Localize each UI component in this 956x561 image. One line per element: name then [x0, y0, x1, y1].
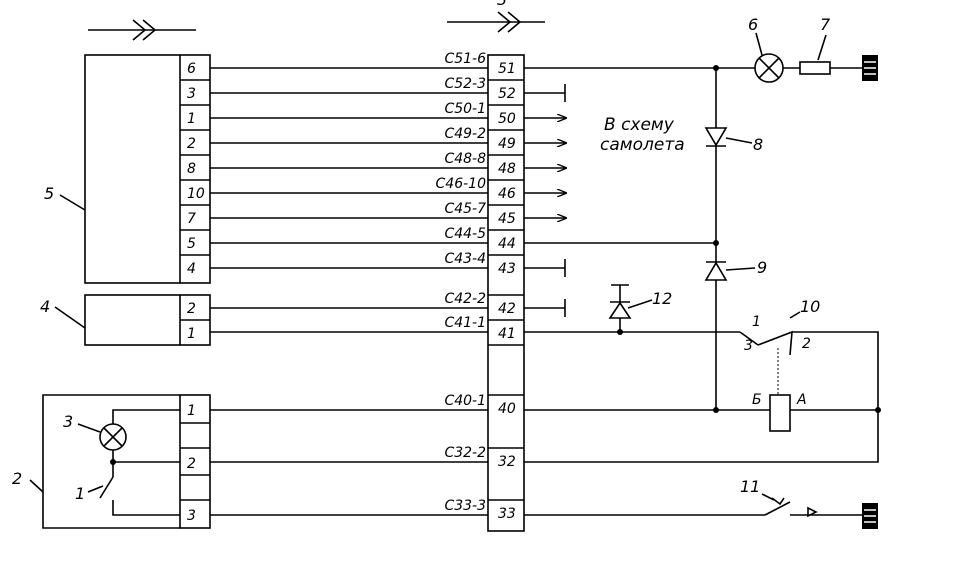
right-circuit: [524, 53, 881, 529]
switch-1: [99, 462, 180, 516]
flow-arrow-left: [88, 19, 196, 41]
wire-code: С49-2: [444, 126, 486, 142]
wire-code: С42-2: [444, 291, 486, 307]
block5-pin: 4: [187, 261, 196, 277]
block2-pin: 3: [187, 508, 196, 524]
wire-code: С33-3: [444, 498, 486, 514]
label-switch-11: 11: [740, 477, 760, 496]
lamp-3: [99, 409, 180, 465]
wires: С51-6С52-3С50-1С49-2С48-8С46-10С45-7С44-…: [210, 51, 566, 516]
wire-code: С44-5: [444, 226, 486, 242]
connector-pin: 42: [498, 301, 516, 317]
block5-pin: 6: [187, 61, 196, 77]
connector-pin: 52: [498, 86, 516, 102]
label-diode-12: 12: [652, 289, 672, 308]
label-lamp-3: 3: [63, 412, 73, 431]
block2-pin: 2: [187, 456, 196, 472]
block-5: 6 3 1 2 8 10 7 5 4: [84, 54, 211, 284]
wire-code: С52-3: [444, 76, 486, 92]
wire-code: С32-2: [444, 445, 486, 461]
label-diode-8: 8: [753, 135, 763, 154]
relay-terminal-2: 2: [802, 336, 811, 352]
wire-code: С51-6: [444, 51, 486, 67]
block5-pin: 2: [187, 136, 196, 152]
block-4: [84, 294, 211, 346]
wire-code: С41-1: [444, 315, 486, 331]
wire-code: С43-4: [444, 251, 486, 267]
connector-pin: 44: [498, 236, 516, 252]
block4-pin: 1: [187, 326, 196, 342]
connector-pin: 43: [498, 261, 516, 277]
note-line-2: самолета: [600, 135, 685, 155]
label-relay-10: 10: [800, 297, 820, 316]
block5-pin: 7: [187, 211, 196, 227]
connector-pin: 33: [498, 506, 516, 522]
block5-pin: 5: [187, 236, 196, 252]
label-fuse-7: 7: [820, 15, 831, 34]
block5-pin: 10: [187, 186, 205, 202]
relay-terminal-a: А: [796, 392, 807, 408]
note-line-1: В схему: [604, 115, 675, 135]
connector-pin: 45: [498, 211, 516, 227]
label-diode-9: 9: [757, 258, 767, 277]
connector-pin: 48: [498, 161, 516, 177]
connector-pin: 46: [498, 186, 516, 202]
label-switch-1: 1: [75, 484, 85, 503]
block4-pin: 2: [187, 301, 196, 317]
wire-code: С40-1: [444, 393, 486, 409]
block5-pin: 1: [187, 111, 196, 127]
label-block-5: 5: [44, 184, 54, 203]
label-top-connector: 3: [497, 0, 507, 9]
block5-pin: 8: [187, 161, 196, 177]
relay-terminal-1: 1: [752, 314, 761, 330]
relay-terminal-3: 3: [744, 338, 753, 354]
connector-pin: 51: [498, 61, 516, 77]
label-block-4: 4: [40, 297, 50, 316]
connector-pin: 41: [498, 326, 516, 342]
flow-arrow-top: [447, 11, 545, 33]
connector-pin: 50: [498, 111, 516, 127]
wire-code: С46-10: [436, 176, 487, 192]
block2-pin: 1: [187, 403, 196, 419]
block5-pin: 3: [187, 86, 196, 102]
wire-code: С48-8: [444, 151, 486, 167]
label-block-2: 2: [12, 469, 22, 488]
connector-pin: 40: [498, 401, 516, 417]
connector-pin: 32: [498, 454, 516, 470]
wire-code: С45-7: [444, 201, 486, 217]
relay-terminal-b: Б: [752, 392, 762, 408]
connector-3: 51 52 50 49 48 46 45 44 43 42 41 40 32 33: [487, 54, 525, 532]
connector-pin: 49: [498, 136, 516, 152]
wire-code: С50-1: [444, 101, 486, 117]
label-lamp-6: 6: [748, 15, 758, 34]
